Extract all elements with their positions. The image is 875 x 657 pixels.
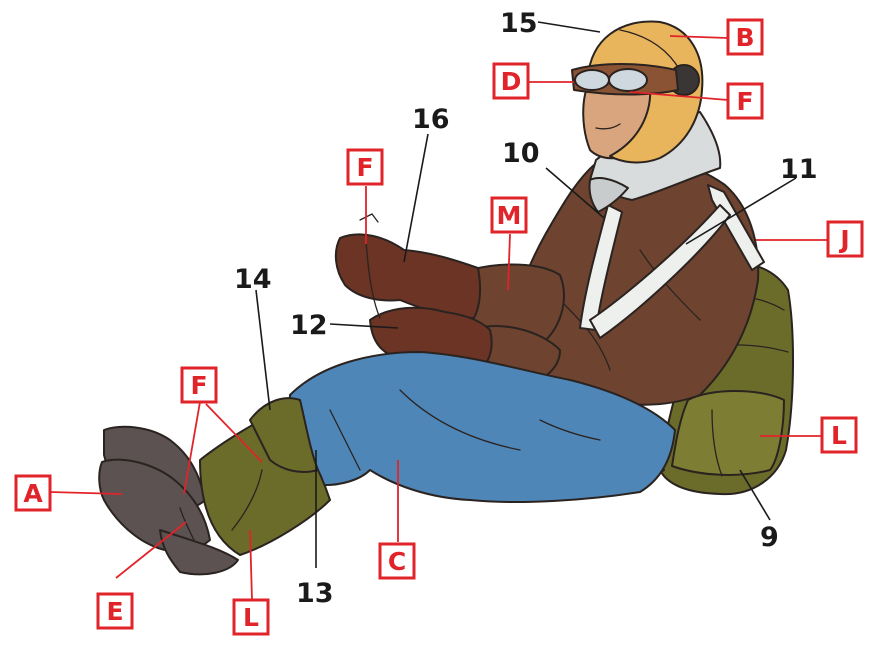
- boots: [99, 398, 330, 574]
- svg-text:D: D: [501, 67, 522, 96]
- callout-9: 9: [760, 522, 779, 553]
- upper-glove: [336, 234, 480, 318]
- goggle-lens-right: [609, 69, 647, 91]
- svg-text:F: F: [190, 371, 207, 400]
- tag-J: J: [828, 222, 862, 256]
- tag-M: M: [492, 198, 526, 232]
- tag-L-pack: L: [822, 418, 856, 452]
- tag-B: B: [728, 20, 762, 54]
- svg-text:C: C: [388, 547, 406, 576]
- svg-text:L: L: [831, 421, 847, 450]
- tag-D: D: [494, 64, 528, 98]
- tag-A: A: [16, 476, 50, 510]
- callout-13: 13: [296, 578, 334, 609]
- goggle-lens-left: [575, 70, 609, 90]
- tag-E: E: [98, 594, 132, 628]
- svg-text:B: B: [735, 23, 754, 52]
- svg-text:J: J: [838, 225, 849, 254]
- svg-text:E: E: [106, 597, 123, 626]
- callout-15: 15: [500, 8, 538, 39]
- svg-text:M: M: [497, 201, 522, 230]
- svg-text:L: L: [243, 603, 259, 632]
- callout-11: 11: [780, 154, 818, 185]
- tag-F-hand: F: [348, 150, 382, 184]
- tag-F-boots: F: [182, 368, 216, 402]
- callout-14: 14: [234, 264, 272, 295]
- svg-text:A: A: [23, 479, 43, 508]
- tag-L-boots: L: [234, 600, 268, 634]
- callout-10: 10: [502, 138, 540, 169]
- svg-text:F: F: [736, 87, 753, 116]
- tag-F-goggles: F: [728, 84, 762, 118]
- callout-16: 16: [412, 104, 450, 135]
- svg-text:F: F: [356, 153, 373, 182]
- callout-12: 12: [290, 310, 328, 341]
- tag-C: C: [380, 544, 414, 578]
